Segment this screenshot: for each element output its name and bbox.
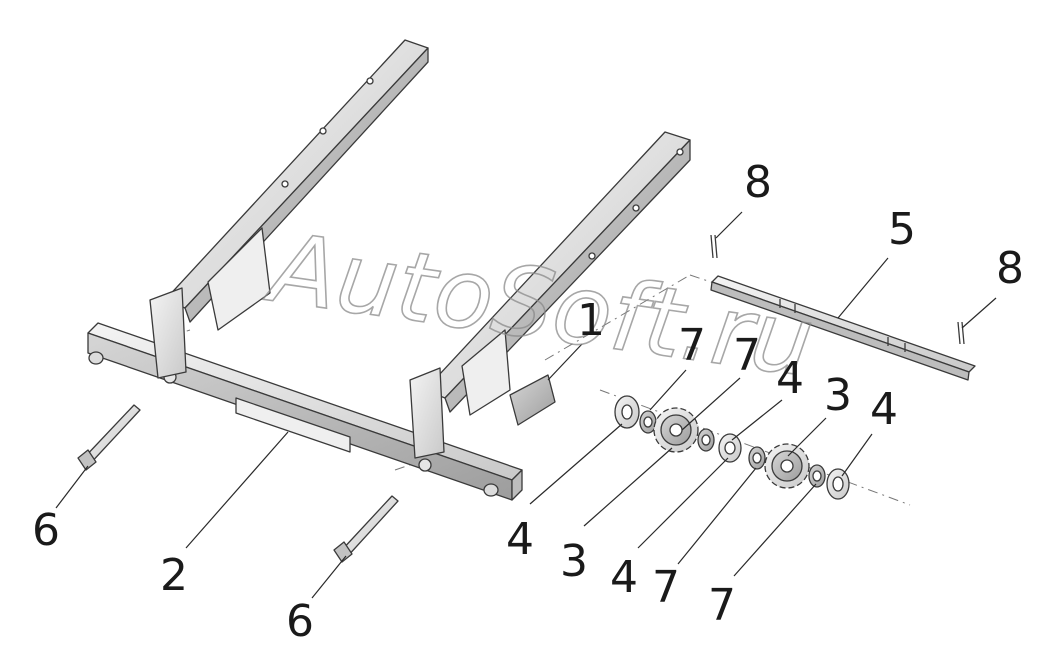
callout-6-left: 6 xyxy=(32,505,60,556)
callout-labels: 8 5 8 1 7 7 4 3 4 6 2 4 3 4 7 7 6 xyxy=(32,157,1024,647)
washer-part-4-second xyxy=(718,433,742,463)
bushing-part-7-second xyxy=(697,428,715,452)
callout-7-bottom-second: 7 xyxy=(708,580,736,631)
callout-8-left: 8 xyxy=(744,157,772,208)
washer-part-4-third xyxy=(826,468,850,500)
leader-lines xyxy=(55,211,997,599)
callout-6-right: 6 xyxy=(286,596,314,647)
bolt-part-6-right xyxy=(333,495,399,563)
washer-part-4-first xyxy=(614,395,640,429)
sprocket-part-3-first xyxy=(653,407,699,453)
callout-5: 5 xyxy=(888,204,916,255)
callout-1: 1 xyxy=(577,295,605,346)
callout-3-top: 3 xyxy=(824,370,852,421)
callout-4-bottom-first: 4 xyxy=(506,514,534,565)
bushing-part-7-fourth xyxy=(808,464,826,488)
callout-7-bottom-first: 7 xyxy=(652,562,680,613)
callout-4-top-first: 4 xyxy=(776,353,804,404)
bushing-part-7-first xyxy=(639,410,657,434)
sprocket-part-3-second xyxy=(764,443,810,489)
callout-8-right: 8 xyxy=(996,243,1024,294)
bushing-part-7-third xyxy=(748,446,766,470)
cotter-pin-part-8-left xyxy=(710,234,718,259)
left-rail xyxy=(149,39,429,379)
callout-7-top-second: 7 xyxy=(733,330,761,381)
callout-3-bottom: 3 xyxy=(560,536,588,587)
callout-4-bottom-second: 4 xyxy=(610,552,638,603)
shaft-part-5 xyxy=(710,275,976,381)
plate-part-1 xyxy=(509,374,556,426)
callout-7-top-first: 7 xyxy=(678,320,706,371)
cotter-pin-part-8-right xyxy=(957,321,965,345)
right-rail xyxy=(409,131,691,459)
bolt-part-6-left xyxy=(77,404,141,471)
callout-2: 2 xyxy=(160,550,188,601)
callout-4-top-second: 4 xyxy=(870,384,898,435)
